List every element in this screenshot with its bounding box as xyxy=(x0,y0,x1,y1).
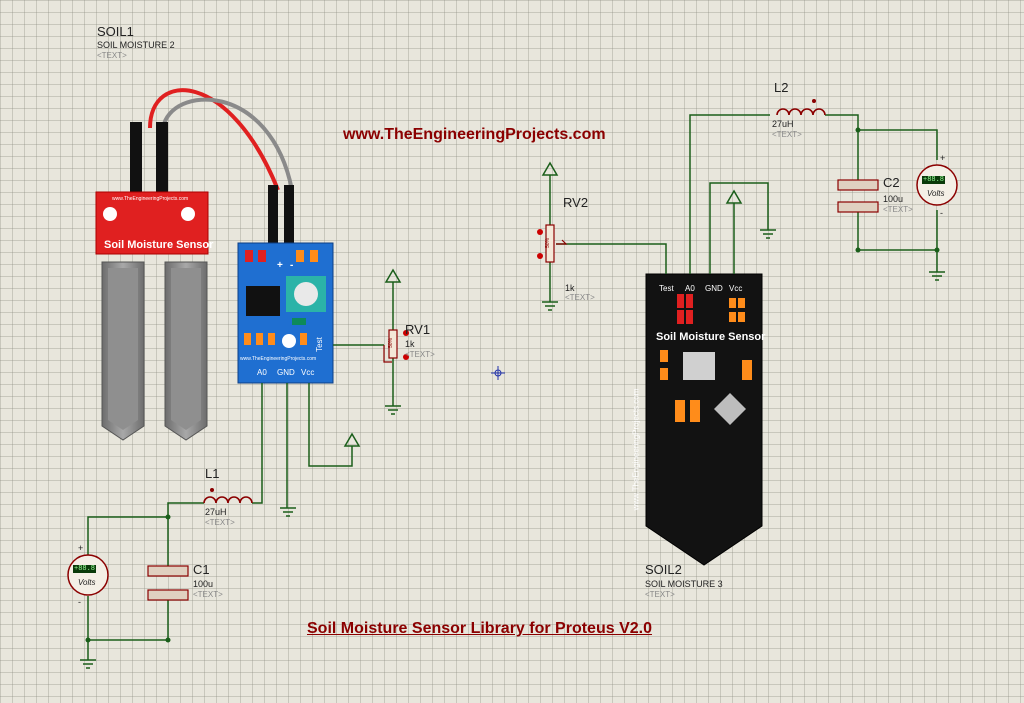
rv2-percent: 50% xyxy=(545,237,552,249)
soil2-ref: SOIL2 xyxy=(645,562,682,577)
soil2-board[interactable] xyxy=(645,273,763,566)
soil1-board-label: Soil Moisture Sensor xyxy=(104,239,214,251)
l2-polarity-dot xyxy=(812,99,816,103)
rv1-value: 1k xyxy=(405,339,415,349)
ground-icon xyxy=(542,301,558,311)
soil2-board-label: Soil Moisture Sensor xyxy=(656,331,766,343)
potentiometer-rv2[interactable] xyxy=(537,224,568,263)
rv1-ref: RV1 xyxy=(405,322,431,337)
soil1-board-url-2: www.TheEngineeringProjects.com xyxy=(240,356,317,362)
soil1-pin-a0: A0 xyxy=(257,368,267,377)
rv2-text: <TEXT> xyxy=(565,293,595,302)
ground-icon xyxy=(80,659,96,669)
l1-ref: L1 xyxy=(205,466,220,481)
l2-value: 27uH xyxy=(772,119,794,129)
ground-icon xyxy=(760,229,776,239)
soil1-ref: SOIL1 xyxy=(97,24,134,39)
vm2-display: +88.8 xyxy=(922,176,946,184)
c1-text: <TEXT> xyxy=(193,590,223,599)
ground-icon xyxy=(385,405,401,415)
rv2-value: 1k xyxy=(565,283,575,293)
power-arrow-icon xyxy=(541,161,559,176)
rv1-text: <TEXT> xyxy=(405,350,435,359)
c2-ref: C2 xyxy=(883,175,900,190)
c2-text: <TEXT> xyxy=(883,205,913,214)
capacitor-c2[interactable] xyxy=(837,179,879,213)
wires xyxy=(87,114,938,660)
crosshair-cursor-icon xyxy=(491,366,505,380)
power-arrow-icon xyxy=(343,432,361,447)
ground-icon xyxy=(280,507,296,517)
vm1-label: Volts xyxy=(78,578,96,587)
junctions xyxy=(85,127,940,643)
voltmeter-vm2[interactable] xyxy=(916,164,958,206)
soil2-pin-vcc: Vcc xyxy=(729,284,743,293)
rv2-ref: RV2 xyxy=(563,195,589,210)
soil2-pin-gnd: GND xyxy=(705,284,723,293)
vm1-plus: + xyxy=(78,543,84,553)
c1-ref: C1 xyxy=(193,562,210,577)
ground-icon xyxy=(929,271,945,281)
capacitor-c1[interactable] xyxy=(147,565,189,601)
potentiometer-rv1[interactable] xyxy=(383,329,409,363)
c2-value: 100u xyxy=(883,194,904,204)
soil1-board-url: www.TheEngineeringProjects.com xyxy=(112,196,189,202)
soil1-value: SOIL MOISTURE 2 xyxy=(97,40,175,50)
soil1-pin-test: Test xyxy=(314,337,324,352)
power-arrow-icon xyxy=(725,189,743,204)
l1-polarity-dot xyxy=(210,488,214,492)
l2-text: <TEXT> xyxy=(772,130,802,139)
soil1-plus: + xyxy=(277,260,283,271)
vm2-label: Volts xyxy=(927,189,945,198)
vm1-display: +88.8 xyxy=(73,565,97,573)
soil1-pin-gnd: GND xyxy=(277,368,295,377)
rv1-percent: 50% xyxy=(388,337,395,349)
soil1-probe[interactable] xyxy=(95,88,294,441)
soil2-pin-test: Test xyxy=(659,284,674,293)
vm2-plus: + xyxy=(940,153,946,163)
soil2-pin-a0: A0 xyxy=(685,284,695,293)
website-header: www.TheEngineeringProjects.com xyxy=(343,126,606,143)
soil1-board[interactable] xyxy=(237,185,334,384)
l2-ref: L2 xyxy=(774,80,789,95)
soil2-text: <TEXT> xyxy=(645,590,675,599)
vm2-minus: - xyxy=(940,208,943,218)
inductor-l2[interactable] xyxy=(776,108,826,116)
soil1-minus: - xyxy=(290,260,294,271)
l1-text: <TEXT> xyxy=(205,518,235,527)
l1-value: 27uH xyxy=(205,507,227,517)
soil2-board-url: www.TheEngineeringProjects.com xyxy=(631,388,641,511)
voltmeter-vm1[interactable] xyxy=(67,554,109,596)
power-arrow-icon xyxy=(384,268,402,283)
c1-value: 100u xyxy=(193,579,214,589)
vm1-minus: - xyxy=(78,597,81,607)
inductor-l1[interactable] xyxy=(203,496,253,504)
soil1-text: <TEXT> xyxy=(97,51,127,60)
soil1-pin-vcc: Vcc xyxy=(301,368,315,377)
soil2-value: SOIL MOISTURE 3 xyxy=(645,579,723,589)
page-title: Soil Moisture Sensor Library for Proteus… xyxy=(307,620,652,637)
